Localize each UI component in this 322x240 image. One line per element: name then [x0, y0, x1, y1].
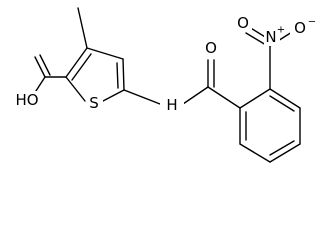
bond-benz-4-5: [269, 143, 301, 163]
bond-ring-c4-c5-a: [122, 58, 125, 91]
bond-benz-4-5-inner: [269, 140, 295, 156]
bond-nh-carbonyl: [182, 86, 209, 105]
bond-ring-c2-c3-b: [71, 53, 92, 81]
nitro-oxygen-minus-label: O: [294, 19, 306, 37]
thiophene-sulfur-label: S: [89, 94, 99, 112]
bond-carbonyl-aryl: [207, 86, 241, 109]
nitro-oxygen-charge: −: [308, 17, 316, 28]
atom-labels: HO S H O N + O − O: [14, 14, 316, 114]
bond-c5-nh: [123, 89, 161, 105]
bond-ring-c5-s: [102, 89, 125, 102]
bond-carboxyl-c-o-double-b: [39, 54, 51, 76]
bond-ring-c3-c4: [86, 47, 124, 60]
bond-methyl: [77, 7, 88, 49]
bonds: [33, 7, 301, 163]
bond-benz-2-3-inner: [269, 95, 295, 112]
nitro-nitrogen-charge: +: [277, 25, 285, 36]
bond-ring-s-c2: [65, 76, 86, 102]
bond-benz-2-3: [269, 88, 301, 109]
nitro-nitrogen-label: N: [265, 28, 276, 46]
nitro-oxygen-double-label: O: [237, 14, 249, 32]
bond-benz-5-6: [239, 143, 271, 163]
amide-nh-label: H: [166, 96, 177, 114]
amide-oxygen-label: O: [205, 39, 217, 57]
bond-ring-c2-c3-a: [65, 47, 88, 78]
bond-ring-c4-c5-b: [116, 62, 119, 89]
bond-benz-1-2: [239, 88, 271, 109]
hydroxyl-label: HO: [15, 91, 38, 109]
bond-carboxyl-c-o-double-a: [34, 56, 46, 78]
chemical-structure: HO S H O N + O − O: [14, 7, 316, 163]
bond-nitro-o-double-b: [245, 32, 267, 46]
